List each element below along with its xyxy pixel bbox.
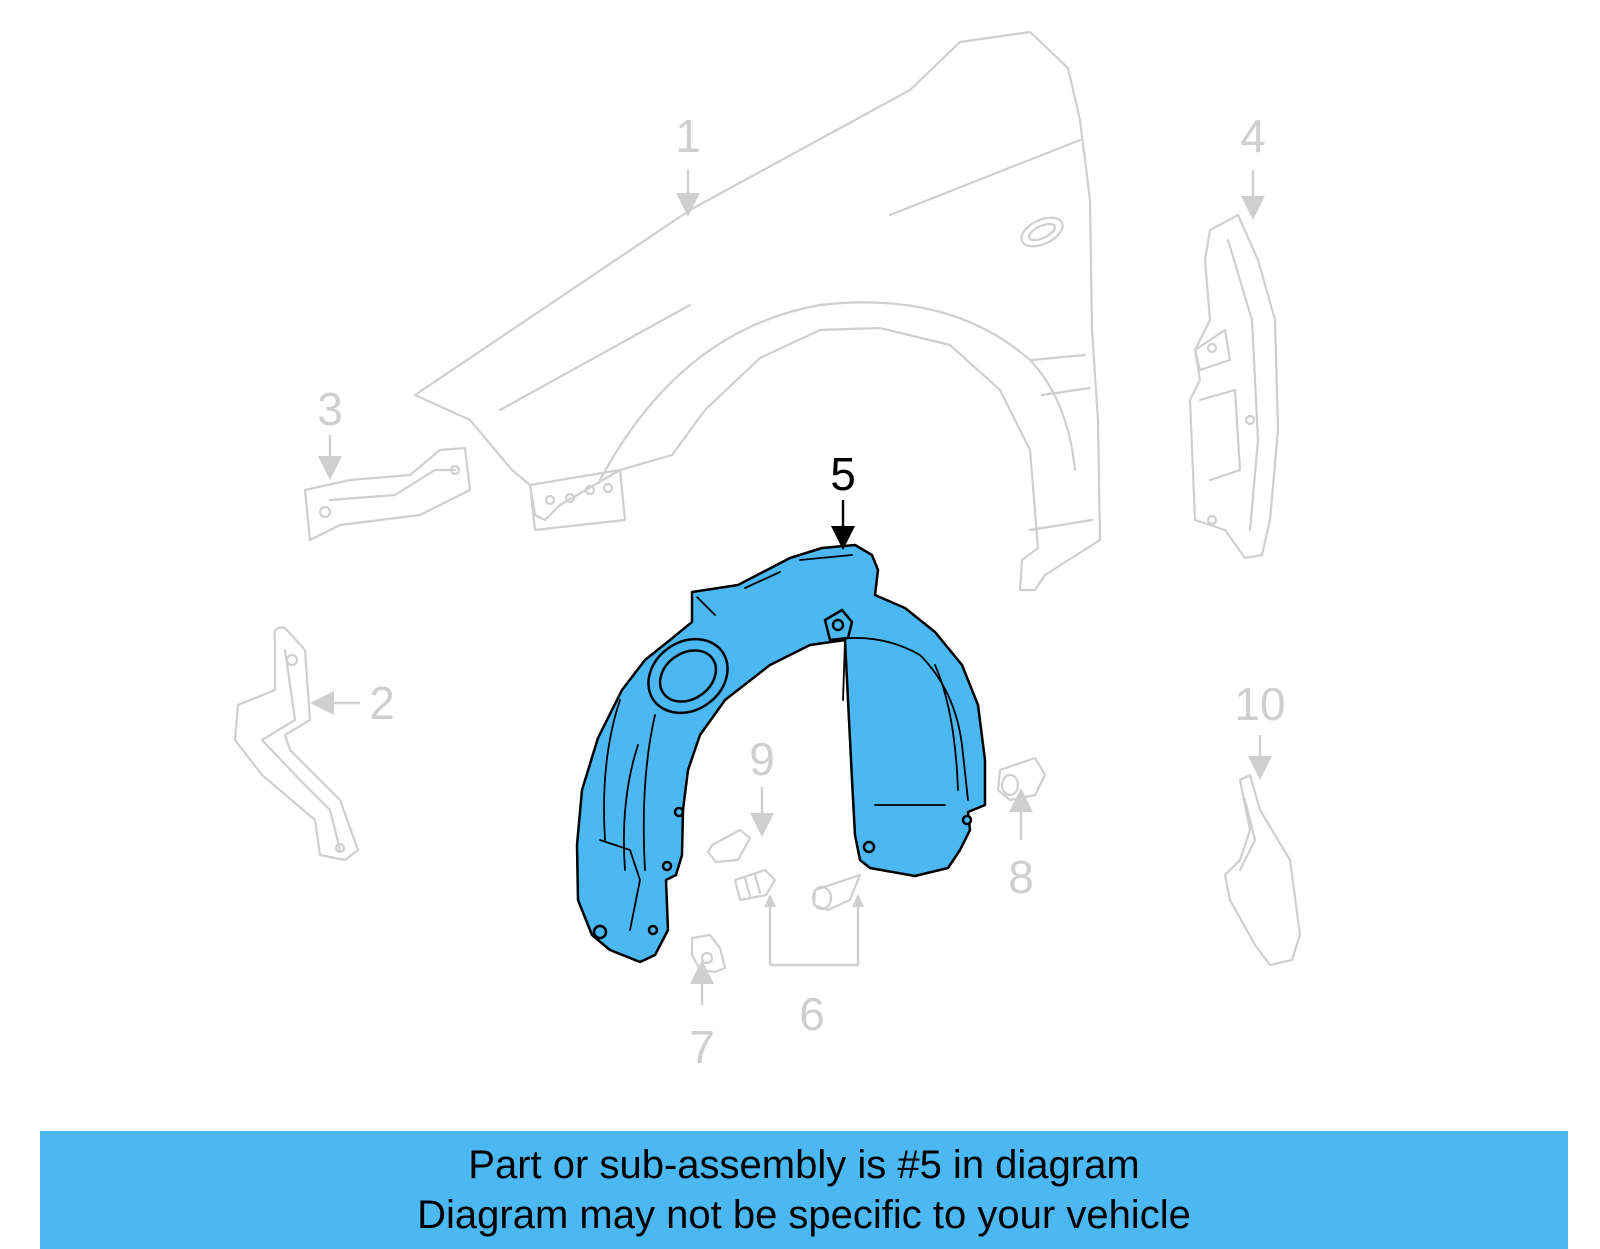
callout-6: 6 <box>799 988 825 1040</box>
banner-line-1: Part or sub-assembly is #5 in diagram <box>468 1143 1140 1187</box>
info-banner: Part or sub-assembly is #5 in diagram Di… <box>40 1131 1568 1249</box>
nut-part-7 <box>690 933 727 974</box>
callout-4: 4 <box>1240 110 1266 162</box>
mudflap-part-10 <box>1223 773 1302 967</box>
screws-part-6 <box>733 868 862 912</box>
fender-liner-part-5[interactable] <box>575 543 987 964</box>
callout-8: 8 <box>1008 851 1034 903</box>
clip-part-8 <box>996 756 1047 802</box>
splash-part-4 <box>1188 213 1280 560</box>
callout-1: 1 <box>675 110 701 162</box>
retainer-part-9 <box>706 828 752 864</box>
callout-10: 10 <box>1234 678 1285 730</box>
brace-part-2 <box>233 626 360 862</box>
callout-5: 5 <box>830 448 856 500</box>
callout-9: 9 <box>749 733 775 785</box>
bracket-part-3 <box>303 446 472 542</box>
fender-part-1 <box>413 30 1102 592</box>
banner-line-2: Diagram may not be specific to your vehi… <box>417 1193 1191 1237</box>
callout-3: 3 <box>317 383 343 435</box>
callout-arrows <box>310 170 1272 1005</box>
callout-7: 7 <box>689 1021 715 1073</box>
callout-labels: 1 2 3 4 5 6 7 8 9 10 <box>317 110 1285 1073</box>
callout-2: 2 <box>369 677 395 729</box>
